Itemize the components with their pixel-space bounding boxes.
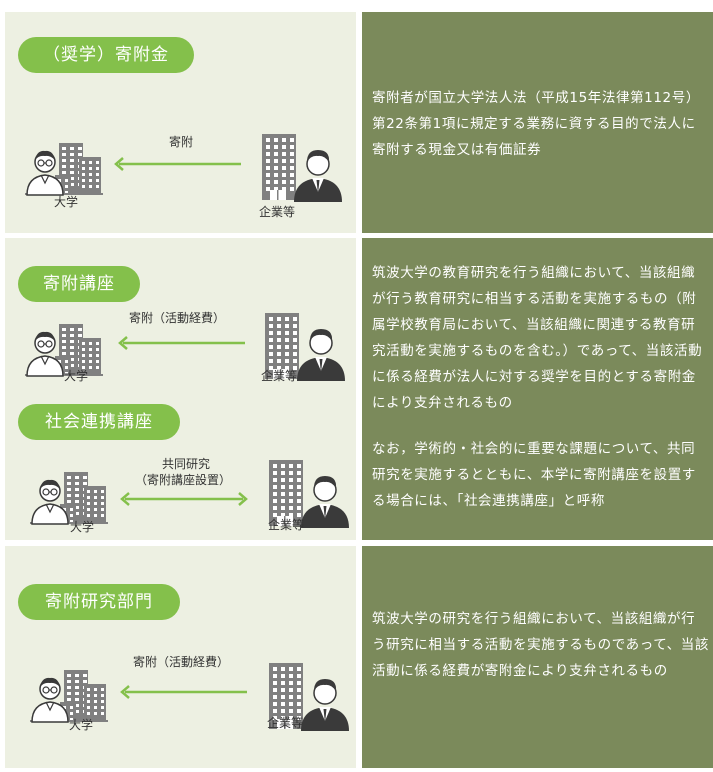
arrow-label: 寄附（活動経費） (133, 655, 230, 669)
company-label: 企業等 (261, 369, 298, 383)
university-person-icon (30, 664, 108, 726)
pill-shogaku-kifukin: （奨学）寄附金 (18, 37, 194, 73)
university-label: 大学 (54, 195, 79, 209)
company-label: 企業等 (268, 518, 305, 532)
university-label: 大学 (69, 718, 94, 732)
pill-kifu-koza: 寄附講座 (18, 266, 140, 302)
left-arrow-icon (114, 157, 241, 171)
left-arrow-icon (118, 336, 245, 350)
section-1-diagram-panel: （奨学）寄附金 大学 寄附 企業等 (5, 12, 356, 233)
arrow-label-line-1: 共同研究 (162, 457, 211, 471)
company-label: 企業等 (259, 205, 296, 219)
company-person-icon (267, 460, 351, 530)
section-3-diagram-panel: 寄附研究部門 大学 寄附（活動経費） 企業等 (5, 546, 356, 768)
company-person-icon (263, 313, 347, 383)
arrow-label-line-2: （寄附講座設置） (135, 473, 232, 487)
arrow-label: 寄附（活動経費） (129, 311, 226, 325)
university-label: 大学 (64, 369, 89, 383)
company-person-icon (267, 663, 351, 733)
section-3-description-panel: 筑波大学の研究を行う組織において、当該組織が行う研究に相当する活動を実施するもの… (362, 546, 713, 768)
university-person-icon (25, 318, 103, 380)
description-text: 筑波大学の教育研究を行う組織において、当該組織が行う教育研究に相当する活動を実施… (372, 265, 703, 411)
section-1-description-panel: 寄附者が国立大学法人法（平成15年法律第112号）第22条第1項に規定する業務に… (362, 12, 713, 233)
university-person-icon (30, 466, 108, 528)
section-2-description-panel: 筑波大学の教育研究を行う組織において、当該組織が行う教育研究に相当する活動を実施… (362, 238, 713, 540)
description-note-text: なお，学術的・社会的に重要な課題について、共同研究を実施するとともに、本学に寄附… (372, 441, 696, 509)
arrow-label: 寄附 (169, 135, 194, 149)
double-arrow-icon (120, 492, 248, 506)
description-text: 寄附者が国立大学法人法（平成15年法律第112号）第22条第1項に規定する業務に… (372, 90, 700, 158)
pill-kifu-kenkyu-bumon: 寄附研究部門 (18, 584, 180, 620)
left-arrow-icon (120, 685, 247, 699)
company-person-icon (260, 134, 344, 204)
university-person-icon (25, 137, 103, 199)
pill-shakai-renkei-koza: 社会連携講座 (18, 404, 180, 440)
company-label: 企業等 (267, 716, 304, 730)
description-text: 筑波大学の研究を行う組織において、当該組織が行う研究に相当する活動を実施するもの… (372, 611, 709, 679)
university-label: 大学 (70, 520, 95, 534)
section-2-diagram-panel: 寄附講座 大学 寄附（活動経費） 企業等 社会連携講座 (5, 238, 356, 540)
